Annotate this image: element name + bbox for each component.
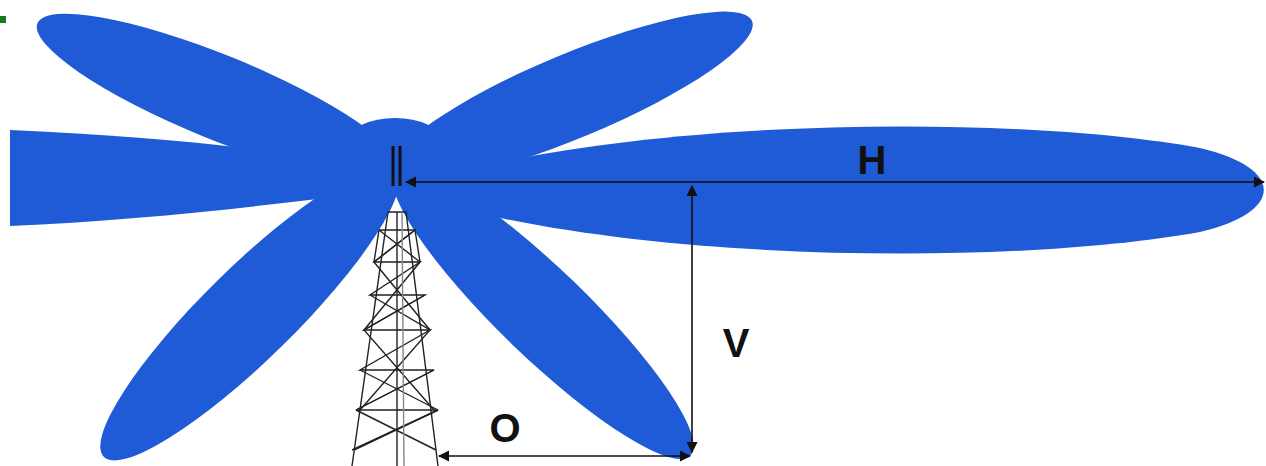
o-dimension [439, 455, 690, 457]
h-dimension [406, 181, 1264, 183]
dimension-label: V [723, 323, 750, 363]
v-dimension [691, 186, 693, 452]
tower [352, 212, 438, 466]
dimension-label: H [858, 140, 887, 180]
side-lobe [365, 139, 721, 466]
lobes [10, 0, 1264, 466]
dimension-lines [406, 182, 1264, 456]
top-lobe [349, 118, 441, 162]
corner-mark [0, 16, 6, 23]
dimension-label: O [489, 408, 520, 448]
antenna [393, 146, 400, 186]
